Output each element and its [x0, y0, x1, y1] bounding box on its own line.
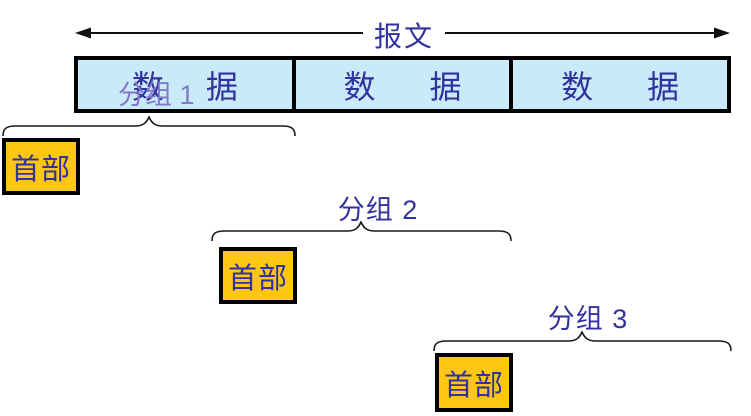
data-cell-2: 数 据 [291, 60, 510, 109]
brace-packet-3 [433, 331, 732, 352]
brace-packet-1 [2, 116, 296, 137]
data-cell-1-char-right: 据 [205, 68, 238, 105]
message-bar: 数 据 数 据 数 据 [74, 56, 731, 113]
header-box-2-label: 首部 [227, 262, 288, 295]
data-cell-3-char-left: 数 [561, 68, 594, 105]
header-box-2: 首部 [219, 247, 297, 304]
data-cell-2-char-left: 数 [343, 68, 376, 105]
data-cell-2-char-right: 据 [429, 68, 462, 105]
packet-3-label: 分组 3 [547, 304, 629, 334]
packet-2-label: 分组 2 [337, 195, 419, 225]
data-cell-1: 数 据 [78, 60, 292, 109]
data-cell-1-char-left: 数 [131, 68, 164, 105]
header-box-1-label: 首部 [10, 153, 71, 186]
data-cell-3-char-right: 据 [647, 68, 680, 105]
header-box-1: 首部 [2, 138, 80, 195]
message-label: 报文 [373, 21, 435, 52]
brace-packet-2 [211, 221, 512, 242]
data-cell-3: 数 据 [509, 60, 727, 109]
header-box-3-label: 首部 [443, 369, 504, 402]
message-span-arrow [75, 27, 730, 39]
packet-1-label: 分组 1 [118, 80, 195, 110]
arrow-left-head-icon [75, 27, 91, 39]
arrow-right-head-icon [714, 27, 730, 39]
header-box-3: 首部 [435, 353, 513, 412]
